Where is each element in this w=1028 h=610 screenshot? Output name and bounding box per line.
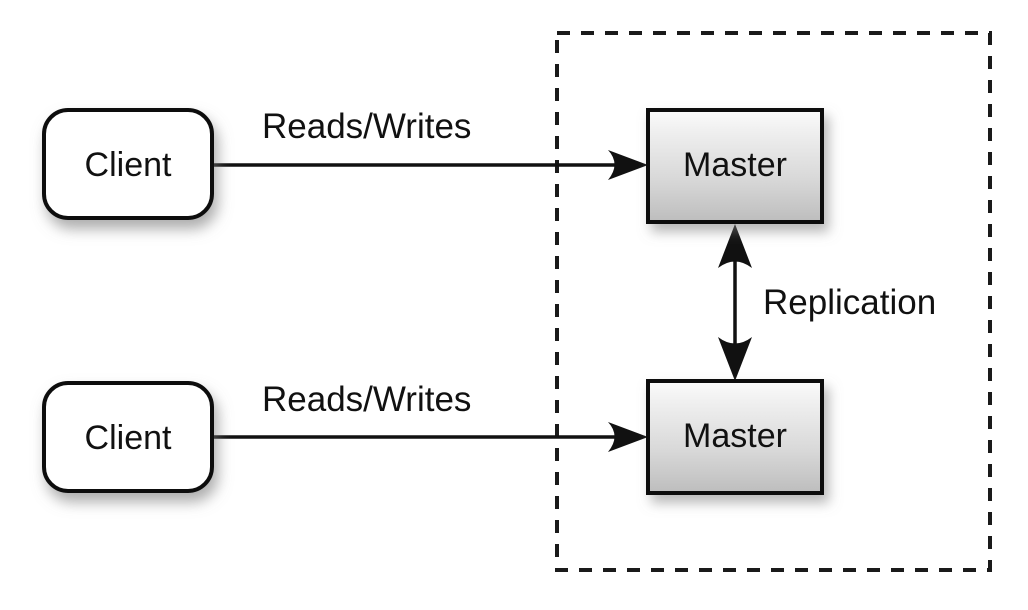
arrowhead-icon-replication-down [718,337,752,381]
client-top-shape[interactable] [42,108,214,220]
edge-client-bottom-to-master-bottom [212,422,648,452]
edge-master-replication [718,224,752,381]
arrowhead-icon-replication-up [718,224,752,268]
replication-cluster-boundary [555,31,992,572]
node-master-bottom[interactable]: Master [646,379,824,495]
master-top-label: Master [683,146,787,184]
arrowhead-icon-top [608,150,648,180]
node-client-bottom[interactable]: Client [42,381,214,493]
node-master-top[interactable]: Master [646,108,824,224]
master-top-shape[interactable] [646,108,824,224]
edge-label-reads-writes-bottom: Reads/Writes [262,380,471,419]
edge-label-replication: Replication [763,283,936,322]
arrowhead-icon-bottom [608,422,648,452]
master-bottom-label: Master [683,417,787,455]
client-top-label: Client [85,146,172,184]
client-bottom-label: Client [85,419,172,457]
node-client-top[interactable]: Client [42,108,214,220]
master-bottom-shape[interactable] [646,379,824,495]
edge-label-reads-writes-top: Reads/Writes [262,107,471,146]
client-bottom-shape[interactable] [42,381,214,493]
edge-client-top-to-master-top [212,150,648,180]
